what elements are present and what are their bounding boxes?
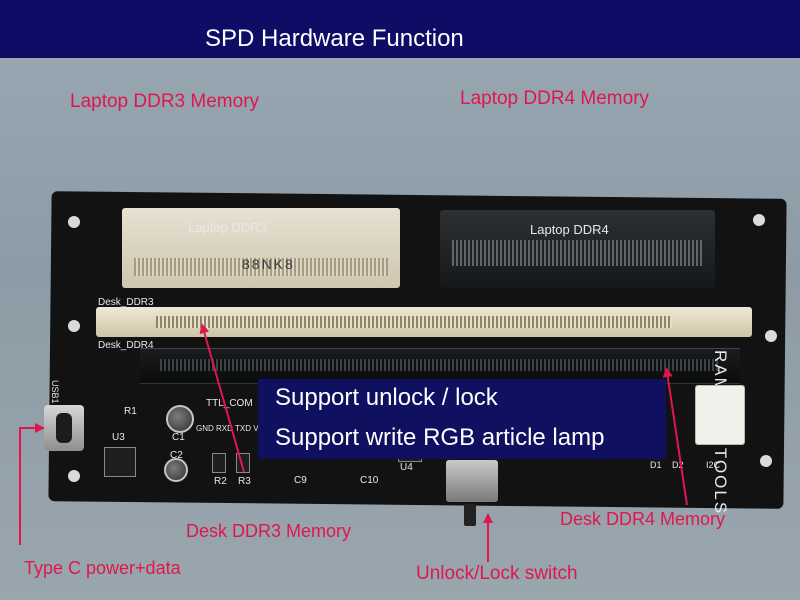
title-banner: SPD Hardware Function xyxy=(0,0,800,58)
silk-u3: U3 xyxy=(112,432,125,443)
silk-u4: U4 xyxy=(400,462,413,473)
silk-r1: R1 xyxy=(124,406,137,417)
lock-switch xyxy=(446,460,498,526)
laptop-ddr4-pins xyxy=(452,240,703,266)
silk-laptop-ddr4: Laptop DDR4 xyxy=(530,222,609,237)
desk-ddr3-pins xyxy=(156,316,672,328)
feature-unlock-lock: Support unlock / lock xyxy=(275,384,498,411)
label-type-c: Type C power+data xyxy=(24,558,181,578)
label-desk-ddr3: Desk DDR3 Memory xyxy=(186,521,352,541)
mounting-hole xyxy=(765,330,777,342)
mounting-hole xyxy=(68,470,80,482)
silk-c9: C9 xyxy=(294,475,307,486)
mounting-hole xyxy=(753,214,765,226)
usb-type-c-port xyxy=(44,405,84,451)
silk-r2: R2 xyxy=(214,476,227,487)
regulator-chip xyxy=(104,447,136,477)
silk-usb: USB1 xyxy=(50,380,60,404)
laptop-ddr3-pins xyxy=(134,258,388,276)
laptop-ddr3-slot: 88NK8 xyxy=(122,208,400,288)
label-laptop-ddr4: Laptop DDR4 Memory xyxy=(460,88,650,109)
mounting-hole xyxy=(760,455,772,467)
silk-d1: D1 xyxy=(650,460,662,470)
module-label: 88NK8 xyxy=(242,256,295,272)
laptop-ddr4-slot xyxy=(440,210,715,288)
label-desk-ddr4: Desk DDR4 Memory xyxy=(560,509,726,529)
feature-rgb-lamp: Support write RGB article lamp xyxy=(275,424,605,451)
silk-c1: C1 xyxy=(172,432,185,443)
resistor-r2 xyxy=(212,453,226,473)
silk-i2c: I2C xyxy=(706,460,721,470)
resistor-r3 xyxy=(236,453,250,473)
silk-desk-ddr3: Desk_DDR3 xyxy=(98,297,154,308)
mounting-hole xyxy=(68,216,80,228)
silk-c2: C2 xyxy=(170,450,183,461)
silk-ttl-com: TTL_COM xyxy=(206,398,253,409)
silk-desk-ddr4: Desk_DDR4 xyxy=(98,340,154,351)
label-switch: Unlock/Lock switch xyxy=(416,563,578,584)
i2c-connector xyxy=(695,385,745,445)
silk-d2: D2 xyxy=(672,460,684,470)
capacitor-c2 xyxy=(164,458,188,482)
label-laptop-ddr3: Laptop DDR3 Memory xyxy=(70,91,260,112)
feature-overlay: Support unlock / lock Support write RGB … xyxy=(258,379,666,459)
desk-ddr3-slot xyxy=(96,307,752,337)
silk-laptop-ddr3: Laptop DDR3 xyxy=(188,220,267,235)
silk-r3: R3 xyxy=(238,476,251,487)
silk-c10: C10 xyxy=(360,475,379,486)
silk-ttl-pins: GND RXD TXD V3 xyxy=(196,424,263,433)
capacitor-c1 xyxy=(166,405,194,433)
page-title: SPD Hardware Function xyxy=(205,25,464,52)
desk-ddr4-pins xyxy=(160,359,720,371)
mounting-hole xyxy=(68,320,80,332)
